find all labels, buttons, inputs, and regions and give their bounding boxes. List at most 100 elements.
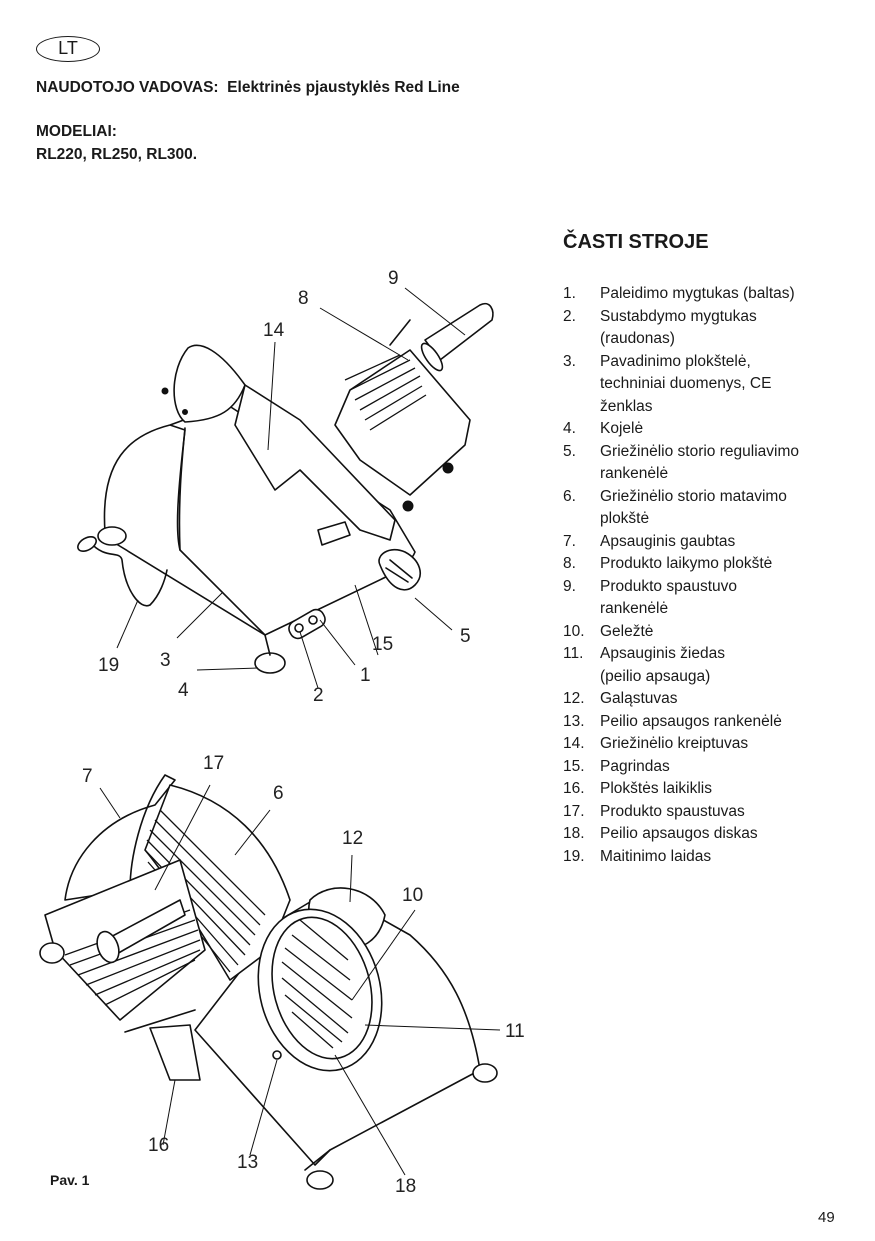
models-label: MODELIAI: <box>36 123 117 140</box>
part-name: Griežinėlio kreiptuvas <box>600 733 853 756</box>
slicer-figure-bottom: 7 17 6 12 10 11 16 13 18 <box>30 750 540 1210</box>
part-name: Plokštės laikiklis <box>600 778 853 801</box>
sharpener-housing <box>173 344 246 423</box>
part-name-line: Peilio apsaugos rankenėlė <box>600 712 782 730</box>
part-name-line: ženklas <box>600 397 653 415</box>
callout-11: 11 <box>505 1021 525 1042</box>
manual-title: NAUDOTOJO VADOVAS: Elektrinės pjaustyklė… <box>36 79 460 96</box>
part-name: Produkto spaustuvas <box>600 801 853 824</box>
parts-list-item: 15. Pagrindas <box>563 756 853 779</box>
part-number: 18. <box>563 825 585 842</box>
part-name-line: Galąstuvas <box>600 690 678 707</box>
part-name-line: Peilio apsaugos diskas <box>600 825 758 842</box>
carriage-block <box>334 349 471 496</box>
page-number: 49 <box>818 1209 835 1226</box>
callout-7: 7 <box>82 766 93 787</box>
part-name: Sustabdymo mygtukas (raudonas) <box>600 306 853 351</box>
part-number: 9. <box>563 577 576 595</box>
part-name-line: (peilio apsauga) <box>600 667 711 685</box>
parts-list: 1.Paleidimo mygtukas (baltas)2.Sustabdym… <box>563 283 853 868</box>
parts-list-item: 4. Kojelė <box>563 418 853 441</box>
part-number: 3. <box>563 352 576 370</box>
part-number: 14. <box>563 735 585 752</box>
part-name: Produkto laikymo plokštė <box>600 553 853 576</box>
parts-list-item: 17.Produkto spaustuvas <box>563 801 853 824</box>
tray-end <box>39 942 65 964</box>
part-number: 1. <box>563 285 576 302</box>
foot-right <box>472 1063 498 1083</box>
slicer-drawing-bottom <box>39 774 501 1190</box>
part-name-line: Griežinėlio kreiptuvas <box>600 735 749 752</box>
callout-17: 17 <box>203 753 225 774</box>
part-name-line: Apsauginis žiedas <box>600 645 725 662</box>
part-name-line: Pagrindas <box>600 757 670 775</box>
part-name: Pagrindas <box>600 756 853 779</box>
part-name-line: Sustabdymo mygtukas <box>600 307 757 325</box>
part-name: Apsauginis žiedas (peilio apsauga) <box>600 643 853 688</box>
slice-guide <box>234 384 396 541</box>
parts-list-item: 18. Peilio apsaugos diskas <box>563 823 853 846</box>
callout-8: 8 <box>298 288 309 309</box>
part-number: 11. <box>563 645 584 662</box>
part-name-line: Produkto laikymo plokštė <box>600 555 773 572</box>
callout-10: 10 <box>402 885 424 906</box>
power-cord <box>89 541 168 607</box>
callout-1: 1 <box>360 665 371 686</box>
part-number: 13. <box>563 712 585 730</box>
part-name-line: Paleidimo mygtukas (baltas) <box>600 285 795 302</box>
part-name: Maitinimo laidas <box>600 846 853 869</box>
part-name-line: Geležtė <box>600 622 654 640</box>
parts-list-item: 19. Maitinimo laidas <box>563 846 853 869</box>
part-name-line: techniniai duomenys, CE <box>600 375 772 392</box>
parts-list-item: 12. Galąstuvas <box>563 688 853 711</box>
plate-holder <box>149 1024 201 1081</box>
slicer-drawing-top <box>77 287 494 689</box>
parts-list-item: 14. Griežinėlio kreiptuvas <box>563 733 853 756</box>
part-name-line: Griežinėlio storio matavimo <box>600 487 787 505</box>
callout-16: 16 <box>148 1135 170 1156</box>
foot-left <box>97 526 127 546</box>
foot-front <box>254 652 286 674</box>
part-name-line: rankenėlė <box>600 600 669 617</box>
parts-list-item: 6. Griežinėlio storio matavimo plokštė <box>563 486 853 531</box>
callout-6: 6 <box>273 783 284 804</box>
parts-list-item: 11. Apsauginis žiedas (peilio apsauga) <box>563 643 853 688</box>
parts-heading: ČASTI STROJE <box>563 231 709 253</box>
part-number: 16. <box>563 780 585 797</box>
part-name-line: Apsauginis gaubtas <box>600 532 736 550</box>
part-name-line: Kojelė <box>600 420 644 437</box>
blade <box>271 916 373 1060</box>
part-name: Griežinėlio storio matavimo plokštė <box>600 486 853 531</box>
part-name: Pavadinimo plokštelė, techniniai duomenys… <box>600 351 853 419</box>
safety-guard <box>64 774 176 901</box>
part-name-line: Plokštės laikiklis <box>600 780 712 797</box>
foot-front <box>306 1170 334 1190</box>
parts-list-item: 3. Pavadinimo plokštelė, techniniai duomen… <box>563 351 853 419</box>
parts-list-item: 1. Paleidimo mygtukas (baltas) <box>563 283 853 306</box>
callout-4: 4 <box>178 680 189 701</box>
part-name-line: Pavadinimo plokštelė, <box>600 352 751 370</box>
parts-list-item: 16. Plokštės laikiklis <box>563 778 853 801</box>
parts-list-item: 8.Produkto laikymo plokštė <box>563 553 853 576</box>
part-name-line: Produkto spaustuvo <box>600 577 738 595</box>
part-name-line: Griežinėlio storio reguliavimo <box>600 442 799 460</box>
part-name: Peilio apsaugos rankenėlė <box>600 711 853 734</box>
part-name-line: (raudonas) <box>600 330 675 347</box>
callout-12: 12 <box>342 828 364 849</box>
callout-3: 3 <box>160 650 171 671</box>
part-number: 15. <box>563 757 585 775</box>
part-number: 4. <box>563 420 576 437</box>
parts-list-item: 10.Geležtė <box>563 621 853 644</box>
callout-2: 2 <box>313 685 324 706</box>
parts-list-item: 2.Sustabdymo mygtukas(raudonas) <box>563 306 853 351</box>
part-number: 5. <box>563 442 576 460</box>
part-name: Geležtė <box>600 621 853 644</box>
part-number: 12. <box>563 690 585 707</box>
part-number: 6. <box>563 487 576 505</box>
part-name: Paleidimo mygtukas (baltas) <box>600 283 853 306</box>
part-name-line: Maitinimo laidas <box>600 847 712 865</box>
part-number: 19. <box>563 847 585 865</box>
part-name-line: plokštė <box>600 510 650 527</box>
